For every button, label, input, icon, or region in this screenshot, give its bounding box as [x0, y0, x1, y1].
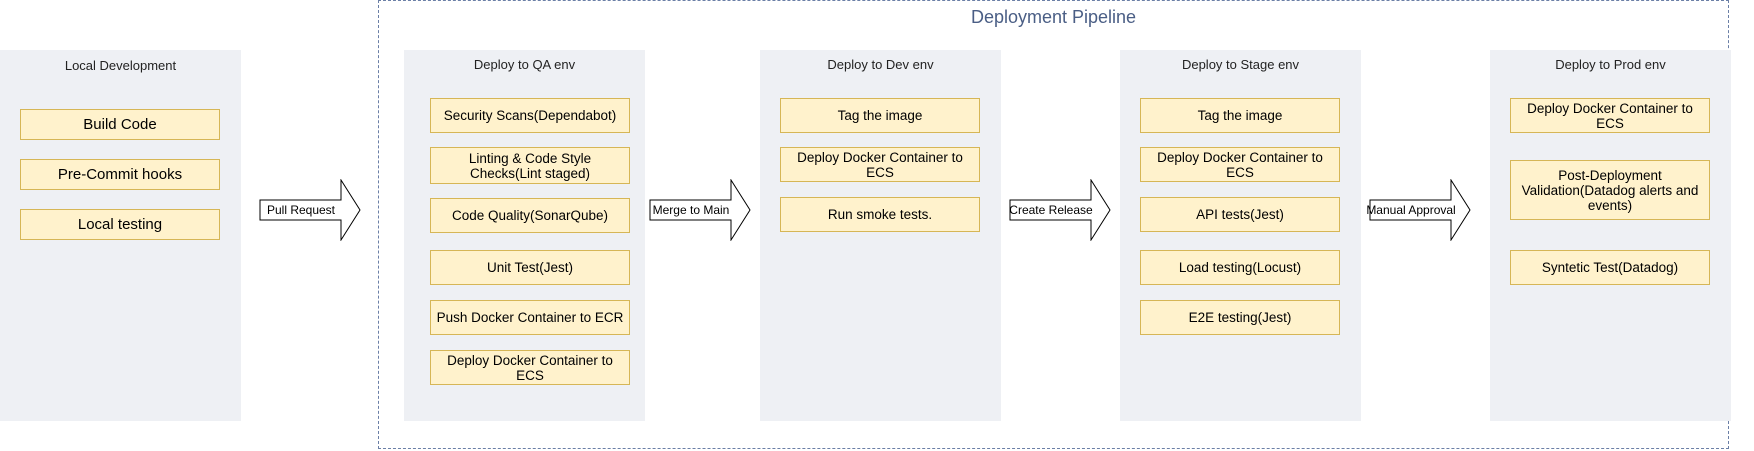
step-tag-image: Tag the image [1140, 98, 1340, 133]
pipeline-title: Deployment Pipeline [970, 7, 1137, 27]
block-arrow-icon [259, 179, 361, 241]
step-code-quality: Code Quality(SonarQube) [430, 198, 630, 233]
arrow-label: Manual Approval [1366, 203, 1456, 217]
arrow-label: Merge to Main [652, 203, 730, 217]
stage-deploy-qa: Deploy to QA env Security Scans(Dependab… [404, 50, 645, 421]
step-security-scans: Security Scans(Dependabot) [430, 98, 630, 133]
block-arrow-icon [1009, 179, 1111, 241]
stage-local-development: Local Development Build Code Pre-Commit … [0, 50, 241, 421]
stage-title: Local Development [64, 58, 177, 73]
step-deploy-ecs: Deploy Docker Container to ECS [430, 350, 630, 385]
step-synthetic-test: Syntetic Test(Datadog) [1510, 250, 1710, 285]
stage-deploy-stage: Deploy to Stage env Tag the image Deploy… [1120, 50, 1361, 421]
block-arrow-icon [1369, 179, 1471, 241]
stage-title: Deploy to QA env [473, 57, 576, 72]
step-post-deployment-validation: Post-Deployment Validation(Datadog alert… [1510, 160, 1710, 220]
arrow-label: Pull Request [266, 203, 336, 217]
step-e2e-testing: E2E testing(Jest) [1140, 300, 1340, 335]
stage-title: Deploy to Prod env [1555, 57, 1666, 72]
step-local-testing: Local testing [20, 209, 220, 240]
step-tag-image: Tag the image [780, 98, 980, 133]
step-api-tests: API tests(Jest) [1140, 197, 1340, 232]
arrow-merge-to-main: Merge to Main [649, 179, 751, 241]
step-deploy-ecs: Deploy Docker Container to ECS [780, 147, 980, 182]
step-deploy-ecs: Deploy Docker Container to ECS [1140, 147, 1340, 182]
stage-deploy-prod: Deploy to Prod env Deploy Docker Contain… [1490, 50, 1731, 421]
step-load-testing: Load testing(Locust) [1140, 250, 1340, 285]
step-deploy-ecs: Deploy Docker Container to ECS [1510, 98, 1710, 133]
step-push-ecr: Push Docker Container to ECR [430, 300, 630, 335]
stage-title: Deploy to Stage env [1181, 57, 1300, 72]
arrow-pull-request: Pull Request [259, 179, 361, 241]
step-smoke-tests: Run smoke tests. [780, 197, 980, 232]
stage-deploy-dev: Deploy to Dev env Tag the image Deploy D… [760, 50, 1001, 421]
arrow-create-release: Create Release [1009, 179, 1111, 241]
block-arrow-icon [649, 179, 751, 241]
step-unit-test: Unit Test(Jest) [430, 250, 630, 285]
arrow-manual-approval: Manual Approval [1366, 179, 1471, 241]
step-build-code: Build Code [20, 109, 220, 140]
step-pre-commit-hooks: Pre-Commit hooks [20, 159, 220, 190]
arrow-label: Create Release [1009, 203, 1093, 217]
step-linting: Linting & Code Style Checks(Lint staged) [430, 147, 630, 184]
stage-title: Deploy to Dev env [827, 57, 934, 72]
